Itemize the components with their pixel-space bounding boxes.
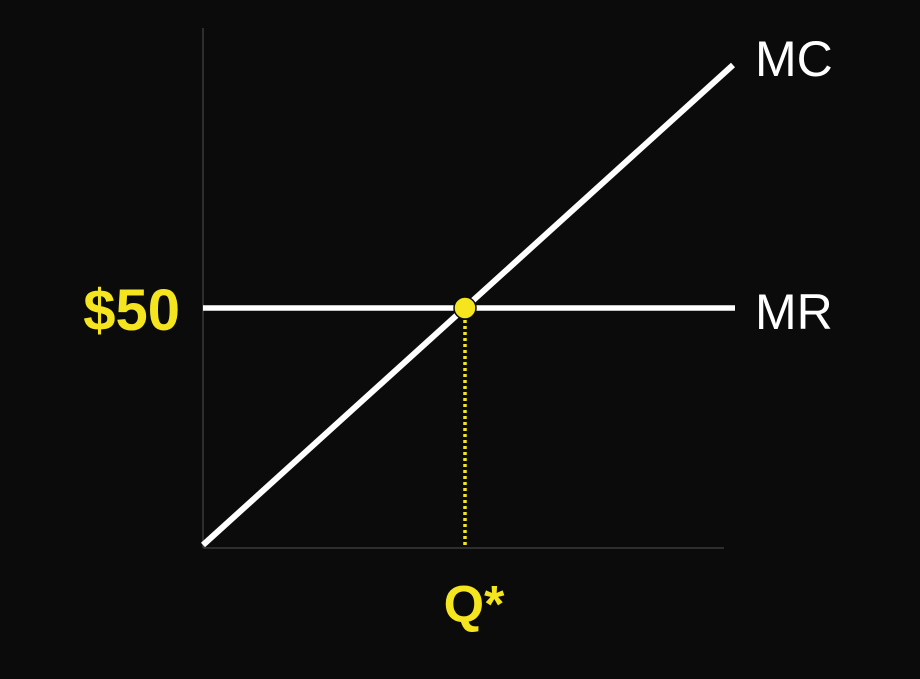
equilibrium-point bbox=[453, 296, 477, 320]
mr-label: MR bbox=[755, 284, 833, 340]
mc-label: MC bbox=[755, 31, 833, 87]
price-label: $50 bbox=[83, 278, 180, 343]
quantity-label: Q* bbox=[444, 576, 505, 634]
